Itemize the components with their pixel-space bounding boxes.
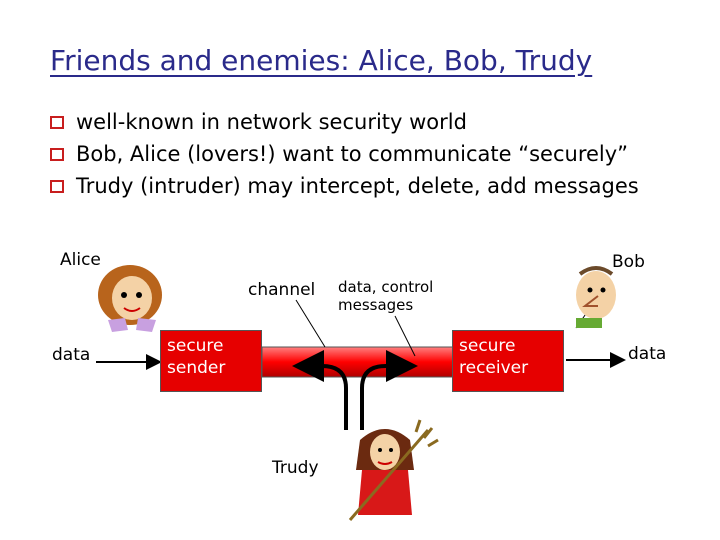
channel-pointer (295, 299, 326, 348)
data-control-line2: messages (338, 296, 414, 314)
bullet-item: Trudy (intruder) may intercept, delete, … (50, 170, 639, 202)
data-right-label: data (628, 344, 667, 364)
trudy-label: Trudy (272, 458, 319, 478)
secure-receiver-line2: receiver (459, 358, 529, 378)
trudy-arrow-right (360, 350, 418, 430)
bullet-box-icon (50, 147, 64, 161)
bullet-item: Bob, Alice (lovers!) want to communicate… (50, 138, 639, 170)
slide-title: Friends and enemies: Alice, Bob, Trudy (50, 44, 593, 77)
bullet-box-icon (50, 115, 64, 129)
bob-label: Bob (612, 252, 645, 272)
data-control-label: data, control messages (338, 278, 433, 314)
trudy-arrow-left (292, 350, 348, 430)
secure-receiver-box: secure receiver (452, 330, 564, 392)
alice-figure-icon (98, 265, 162, 332)
bullet-text: Bob, Alice (lovers!) want to communicate… (76, 142, 629, 166)
data-left-label: data (52, 345, 91, 365)
channel-label: channel (248, 280, 316, 300)
secure-receiver-line1: secure (459, 336, 516, 356)
bullet-item: well-known in network security world (50, 106, 639, 138)
bullet-text: Trudy (intruder) may intercept, delete, … (76, 174, 639, 198)
data-control-line1: data, control (338, 278, 434, 296)
messages-pointer (394, 315, 416, 357)
secure-sender-line1: secure (167, 336, 224, 356)
channel-pipe (261, 346, 463, 378)
bullet-text: well-known in network security world (76, 110, 467, 134)
secure-sender-box: secure sender (160, 330, 262, 392)
bullet-box-icon (50, 179, 64, 193)
bullet-list: well-known in network security world Bob… (50, 106, 639, 202)
secure-sender-line2: sender (167, 358, 226, 378)
bob-figure-icon (576, 266, 616, 328)
alice-label: Alice (60, 250, 101, 270)
trudy-figure-icon (348, 419, 439, 521)
